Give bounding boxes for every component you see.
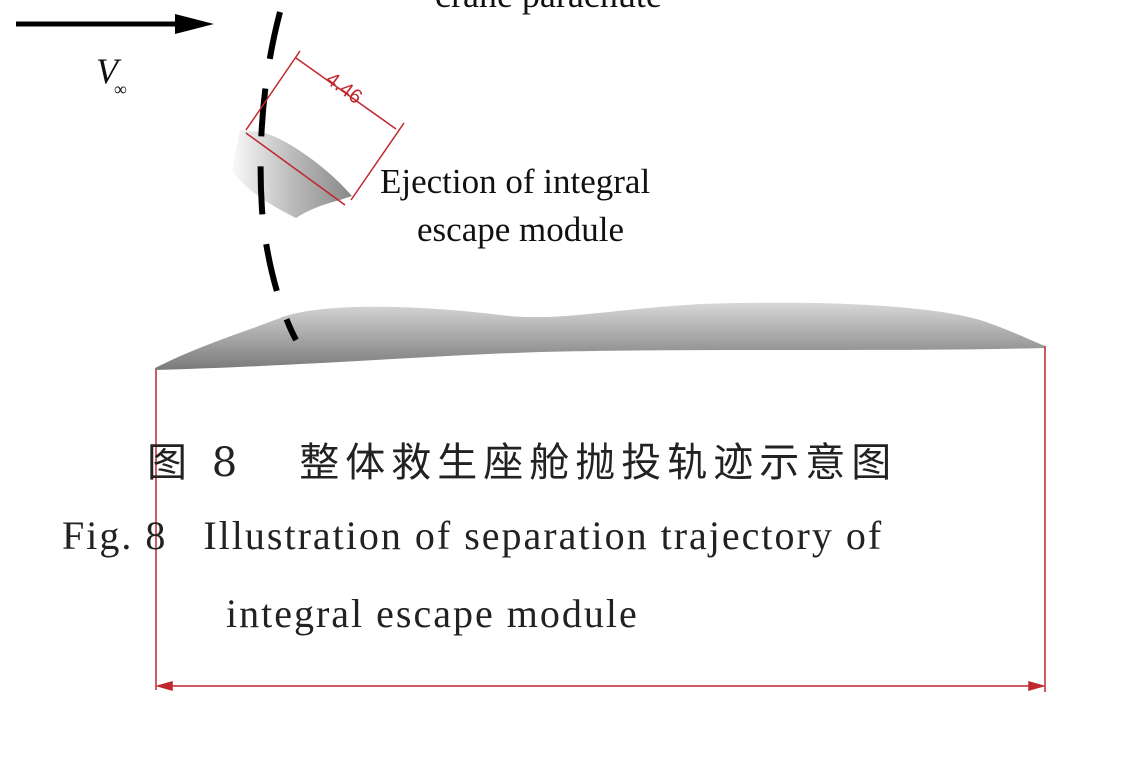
dimension-4-46 bbox=[245, 50, 405, 206]
velocity-symbol: V bbox=[96, 51, 118, 91]
trajectory-dashed-line bbox=[257, 11, 299, 342]
caption-chinese: 图 8 整体救生座舱抛投轨迹示意图 bbox=[147, 440, 898, 486]
freestream-velocity-label: V∞ bbox=[96, 50, 131, 100]
parachute-label: crane parachute bbox=[435, 0, 662, 16]
ejection-label-line1: Ejection of integral bbox=[380, 162, 651, 201]
ejection-label-line2: escape module bbox=[417, 210, 624, 249]
aircraft-body bbox=[155, 302, 1045, 370]
velocity-subscript: ∞ bbox=[114, 79, 127, 100]
length-dimension bbox=[155, 346, 1046, 692]
caption-english-line1: Fig. 8 Illustration of separation trajec… bbox=[62, 513, 884, 558]
escape-module bbox=[232, 130, 352, 218]
freestream-arrow bbox=[16, 14, 214, 34]
caption-english-line2: integral escape module bbox=[226, 591, 639, 636]
